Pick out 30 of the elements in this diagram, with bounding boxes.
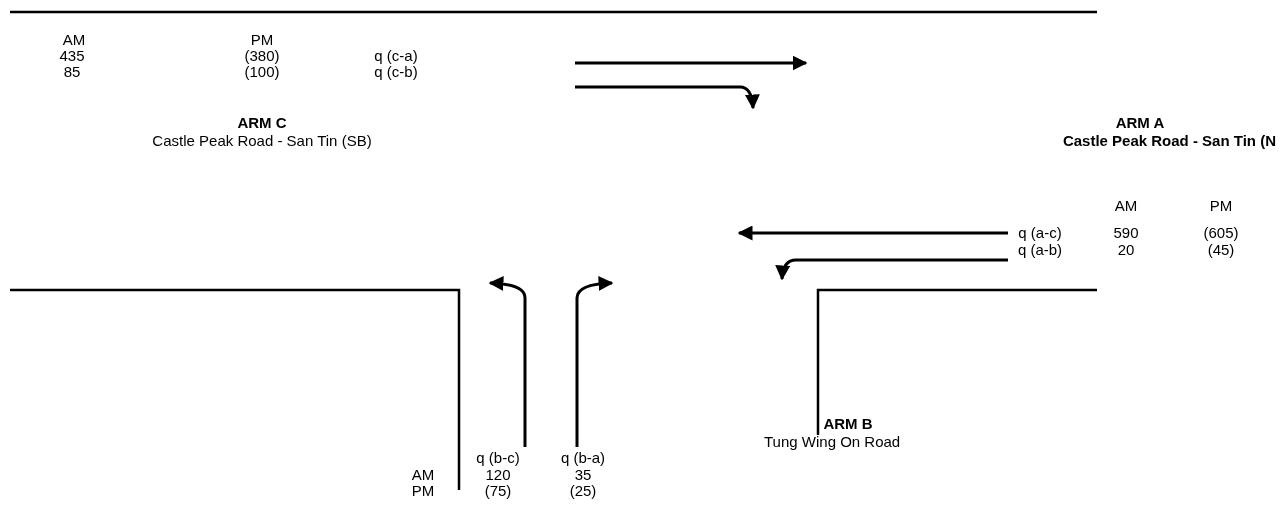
flow-value: (25) (569, 483, 597, 499)
arm-heading: ARM A (1115, 115, 1165, 131)
flow-value: (380) (244, 48, 280, 64)
column-heading: AM (1114, 198, 1138, 214)
movement-label: q (b-c) (476, 450, 520, 466)
row-heading: PM (411, 483, 435, 499)
road-name: Castle Peak Road - San Tin (SB) (152, 133, 372, 149)
arm-heading: ARM B (823, 416, 873, 432)
flow-value: 20 (1117, 242, 1135, 258)
flow-value: 120 (485, 467, 511, 483)
flow-value: (45) (1207, 242, 1235, 258)
flow-value: 35 (574, 467, 592, 483)
movement-label: q (c-a) (374, 48, 418, 64)
movement-label: q (a-b) (1017, 242, 1063, 258)
flow-value: 435 (59, 48, 85, 64)
flow-value: (100) (244, 64, 280, 80)
column-heading: AM (62, 32, 86, 48)
movement-label: q (c-b) (374, 64, 418, 80)
flow-value: (605) (1203, 225, 1239, 241)
column-heading: PM (250, 32, 274, 48)
road-name: Castle Peak Road - San Tin (N (1062, 133, 1276, 149)
column-heading: PM (1209, 198, 1233, 214)
road-name: Tung Wing On Road (764, 434, 901, 450)
arm-heading: ARM C (237, 115, 287, 131)
movement-label: q (a-c) (1018, 225, 1062, 241)
flow-value: 590 (1113, 225, 1139, 241)
movement-label: q (b-a) (560, 450, 606, 466)
row-heading: AM (411, 467, 435, 483)
flow-value: 85 (63, 64, 81, 80)
flow-value: (75) (484, 483, 512, 499)
